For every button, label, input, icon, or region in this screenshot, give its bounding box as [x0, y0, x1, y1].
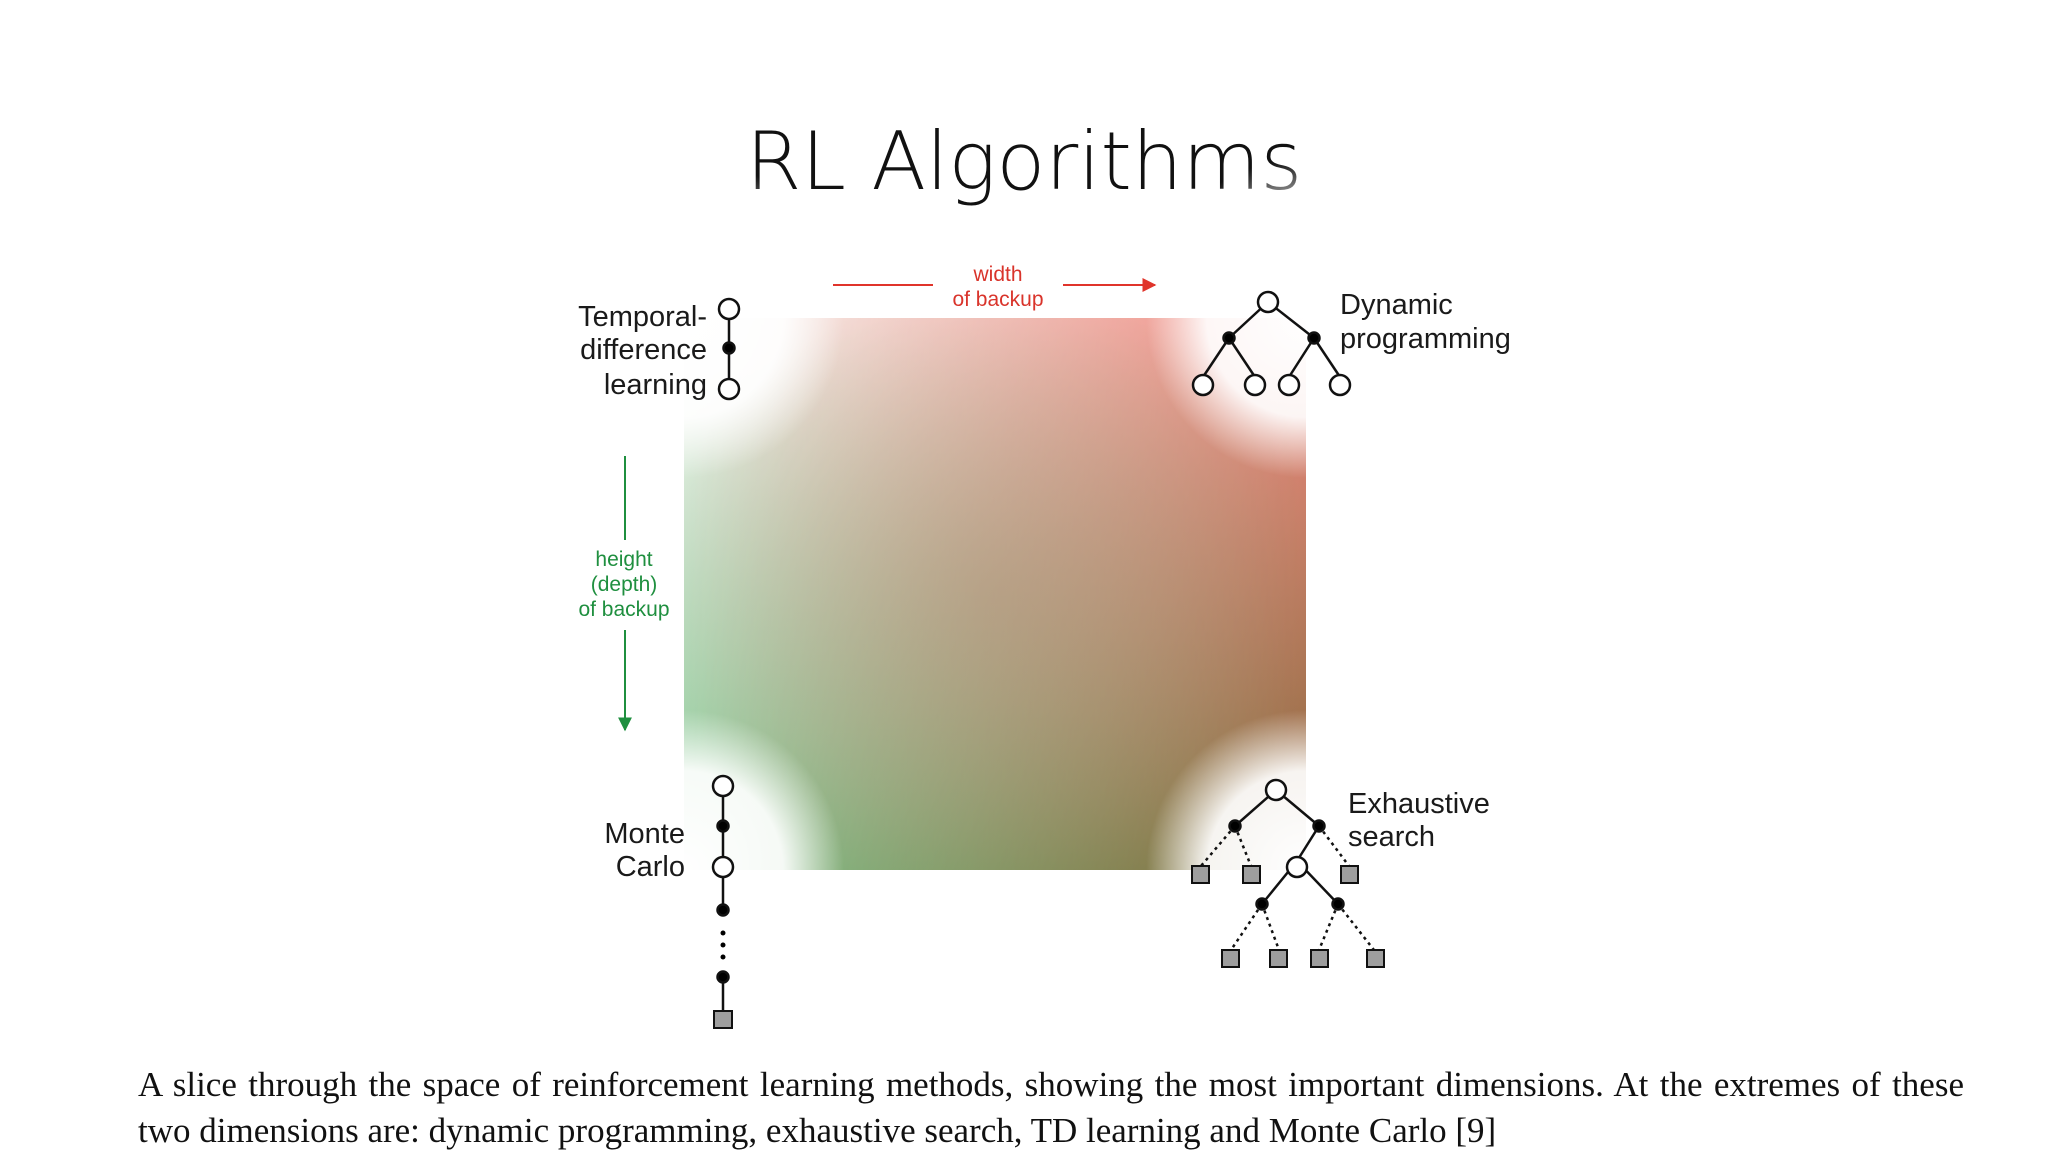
td-state-node-next: [717, 377, 741, 401]
td-backup-diagram: [717, 297, 741, 401]
es-terminal-node: [1366, 949, 1385, 968]
mc-ellipsis-dot: [720, 930, 726, 936]
es-edge-dotted: [1260, 903, 1281, 951]
width-axis: width of backup: [833, 263, 1157, 311]
dp-state-node-root: [1256, 290, 1280, 314]
method-space-plane: [524, 158, 1466, 1030]
td-label-line2: difference: [580, 334, 707, 366]
es-label-line2: search: [1348, 821, 1435, 853]
dp-label-line2: programming: [1340, 323, 1511, 355]
es-edge-dotted: [1317, 903, 1340, 951]
dynamic-programming-corner: Dynamic programming: [1191, 289, 1511, 397]
td-state-node-root: [717, 297, 741, 321]
mc-state-node-root: [711, 774, 735, 798]
es-edge: [1295, 825, 1321, 862]
es-action-node: [1228, 819, 1242, 833]
es-backup-diagram: [1191, 778, 1385, 968]
es-action-node: [1331, 897, 1345, 911]
es-action-node: [1312, 819, 1326, 833]
dp-label-line1: Dynamic: [1340, 289, 1453, 321]
dp-backup-diagram: [1191, 290, 1352, 397]
es-edge-dotted: [1337, 903, 1375, 951]
dp-action-node: [1307, 331, 1321, 345]
dp-edge: [1312, 337, 1342, 378]
dp-state-node-leaf: [1243, 373, 1267, 397]
es-terminal-node: [1242, 865, 1261, 884]
height-axis: height (depth) of backup: [578, 456, 670, 732]
es-terminal-node: [1191, 865, 1210, 884]
width-axis-label-line2: of backup: [952, 288, 1043, 311]
mc-action-node: [716, 970, 730, 984]
mc-ellipsis-dot: [720, 942, 726, 948]
td-action-node: [722, 341, 736, 355]
es-action-node: [1255, 897, 1269, 911]
dp-action-node: [1222, 331, 1236, 345]
height-axis-label-line1: height: [595, 548, 652, 571]
td-label-line1: Temporal-: [578, 301, 707, 333]
es-edge-dotted: [1318, 825, 1350, 867]
width-axis-label-line1: width: [972, 263, 1022, 286]
es-terminal-node: [1221, 949, 1240, 968]
monte-carlo-corner: Monte Carlo: [604, 774, 735, 1029]
height-axis-label-line2: (depth): [591, 573, 658, 596]
mc-action-node: [716, 903, 730, 917]
es-state-node-root: [1264, 778, 1288, 802]
es-label-line1: Exhaustive: [1348, 788, 1490, 820]
es-edge-dotted: [1229, 903, 1264, 951]
dp-edge: [1227, 337, 1257, 378]
es-terminal-node: [1269, 949, 1288, 968]
mc-backup-diagram: [711, 774, 735, 1029]
es-edge-dotted: [1200, 825, 1236, 867]
slide-caption: A slice through the space of reinforceme…: [138, 1065, 1964, 1150]
mc-state-node: [711, 855, 735, 879]
mc-label-line2: Carlo: [616, 851, 685, 883]
dp-state-node-leaf: [1328, 373, 1352, 397]
es-state-node: [1285, 855, 1309, 879]
dp-state-node-leaf: [1191, 373, 1215, 397]
dp-edge: [1287, 337, 1316, 378]
height-axis-label-line3: of backup: [578, 598, 669, 621]
mc-terminal-node: [713, 1010, 733, 1029]
corner-glow-top-left: [524, 158, 844, 478]
corner-glow-top-right: [1146, 158, 1466, 478]
mc-ellipsis-dot: [720, 954, 726, 960]
es-terminal-node: [1310, 949, 1329, 968]
exhaustive-search-corner: Exhaustive search: [1191, 778, 1490, 968]
dp-edge: [1201, 337, 1231, 378]
corner-glow-bottom-left: [524, 710, 844, 1030]
mc-label-line1: Monte: [604, 818, 685, 850]
mc-action-node: [716, 819, 730, 833]
td-learning-corner: Temporal- difference learning: [578, 297, 741, 401]
es-terminal-node: [1340, 865, 1359, 884]
es-edge-dotted: [1233, 825, 1253, 867]
td-label-line3: learning: [604, 369, 707, 401]
dp-state-node-leaf: [1277, 373, 1301, 397]
